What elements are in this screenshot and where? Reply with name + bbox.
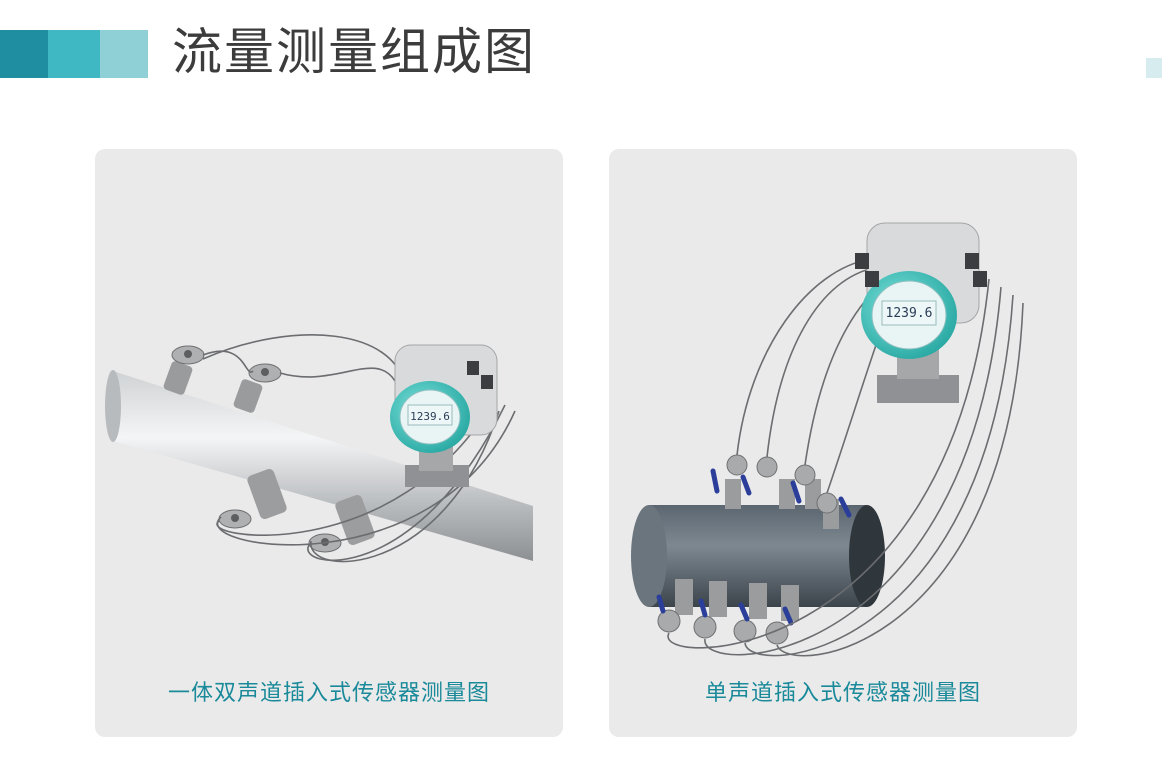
dark-pipe xyxy=(631,505,885,607)
top-valve-row xyxy=(725,454,839,529)
panel-caption-dual: 一体双声道插入式传感器测量图 xyxy=(167,681,490,706)
meter-display-value: 1239.6 xyxy=(886,306,933,321)
transducer-top-2 xyxy=(233,363,282,413)
panel-dual-channel: 1239.6 一体双声道插入式传感器测量图 xyxy=(95,149,563,737)
flowmeter-transmitter xyxy=(855,222,987,359)
title-accent-bar xyxy=(0,30,150,78)
meter-mount-bracket xyxy=(405,441,469,487)
meter-display-value: 1239.6 xyxy=(410,410,450,423)
accent-block-dark xyxy=(0,30,48,78)
corner-decoration xyxy=(1146,58,1162,78)
panel-single-channel: 1239.6 单声道插入式传感器测量图 xyxy=(609,149,1077,737)
flowmeter-transmitter xyxy=(390,344,498,453)
page-title: 流量测量组成图 xyxy=(172,23,536,81)
transducer-bottom-2 xyxy=(308,495,375,553)
signal-cables xyxy=(667,258,1024,657)
single-channel-illustration: 1239.6 xyxy=(631,222,1024,657)
dual-channel-illustration: 1239.6 xyxy=(105,334,533,563)
valve-handle-icon xyxy=(656,594,794,626)
accent-block-mid xyxy=(48,30,100,78)
accent-block-light xyxy=(100,30,148,78)
transducer-top-1 xyxy=(163,345,205,395)
panel-caption-single: 单声道插入式传感器测量图 xyxy=(704,681,981,706)
valve-handle-icon xyxy=(710,468,852,518)
